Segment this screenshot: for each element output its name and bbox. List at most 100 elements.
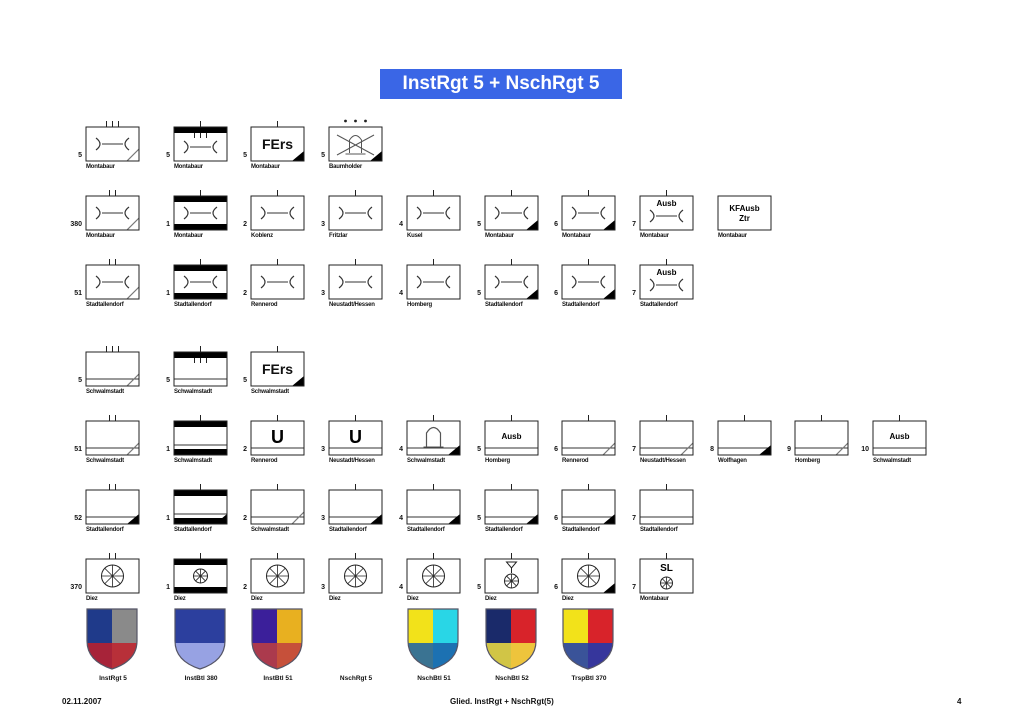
unit-symbol-base [484,484,539,525]
unit-number: 9 [787,446,791,453]
unit-location-label: Diez [86,596,98,602]
unit-symbol-axle [250,190,305,231]
unit-location-label: Schwalmstadt [174,458,212,464]
coat-of-arms-icon [174,608,226,670]
unit-number: 3 [321,515,325,522]
unit-symbol-axle [173,190,228,231]
unit-number: 6 [554,221,558,228]
unit-location-label: Baumholder [329,164,363,170]
unit-symbol-axle [561,259,616,300]
unit-symbol-axle [250,259,305,300]
unit-symbol-axle [406,190,461,231]
emblem-label: InstBtl 380 [184,675,218,682]
unit-symbol-wheel [561,553,616,594]
coat-of-arms-icon [407,608,459,670]
unit-symbol-wheel [85,553,140,594]
unit-location-label: Homberg [485,458,510,464]
unit-symbol-wheel [328,553,383,594]
unit-location-label: Neustadt/Hessen [329,458,375,464]
unit-symbol-base [85,484,140,525]
unit-number: 5 [166,377,170,384]
emblem-label: InstRgt 5 [99,675,127,682]
unit-number: 5 [477,446,481,453]
unit-location-label: Stadtallendorf [485,302,523,308]
unit-symbol-ausb-axle: Ausb [639,190,694,231]
unit-symbol-base [328,484,383,525]
unit-symbol-axle [561,190,616,231]
slide-title: InstRgt 5 + NschRgt 5 [380,69,622,99]
unit-symbol-base [639,484,694,525]
unit-symbol-wheel-fork [484,553,539,594]
symbol-text: Ausb [657,199,677,208]
unit-location-label: Montabaur [640,596,669,602]
unit-location-label: Schwalmstadt [251,527,289,533]
unit-location-label: Montabaur [86,164,115,170]
unit-symbol-base [406,484,461,525]
unit-symbol-base [173,484,228,525]
unit-number: 4 [399,584,403,591]
unit-location-label: Montabaur [174,233,203,239]
coat-of-arms-icon [562,608,614,670]
unit-symbol-ausb-axle: Ausb [639,259,694,300]
unit-location-label: Kusel [407,233,423,239]
unit-number: 1 [166,290,170,297]
unit-number: 51 [74,446,82,453]
symbol-text: Ausb [502,432,522,441]
unit-symbol-axle [85,190,140,231]
unit-symbol-base [250,484,305,525]
unit-symbol-wheel [250,553,305,594]
unit-location-label: Schwalmstadt [86,389,124,395]
unit-number: 5 [477,221,481,228]
unit-location-label: Montabaur [718,233,747,239]
unit-location-label: Schwalmstadt [407,458,445,464]
unit-location-label: Montabaur [640,233,669,239]
page-number: 4 [957,697,962,706]
unit-symbol-base [717,415,772,456]
unit-location-label: Montabaur [174,164,203,170]
unit-number: 2 [243,446,247,453]
emblem-label: TrspBtl 370 [571,675,607,682]
unit-symbol-sl-wheel: SL [639,553,694,594]
unit-number: 5 [78,377,82,384]
unit-location-label: Diez [562,596,574,602]
unit-symbol-ausb: Ausb [484,415,539,456]
symbol-text: SL [660,563,673,574]
unit-number: 2 [243,515,247,522]
unit-symbol-axle [173,259,228,300]
unit-number: 5 [243,377,247,384]
unit-number: 7 [632,221,636,228]
unit-symbol-axle [484,259,539,300]
unit-location-label: Stadtallendorf [640,302,678,308]
unit-symbol-base [561,484,616,525]
unit-location-label: Montabaur [251,164,280,170]
unit-number: 4 [399,290,403,297]
unit-location-label: Montabaur [562,233,591,239]
unit-location-label: Schwalmstadt [251,389,289,395]
unit-location-label: Rennerod [251,458,278,464]
footer-date: 02.11.2007 [62,697,102,706]
symbol-text: U [349,427,362,447]
unit-symbol-U: U [250,415,305,456]
unit-symbol-wheel [406,553,461,594]
symbol-text: U [271,427,284,447]
unit-location-label: Rennerod [562,458,589,464]
unit-number: 7 [632,584,636,591]
unit-symbol-axle [328,190,383,231]
unit-number: 6 [554,584,558,591]
unit-location-label: Neustadt/Hessen [329,302,375,308]
unit-location-label: Stadtallendorf [174,527,212,533]
unit-location-label: Diez [251,596,263,602]
unit-location-label: Diez [174,596,186,602]
unit-location-label: Neustadt/Hessen [640,458,686,464]
unit-number: 5 [78,152,82,159]
unit-number: 7 [632,290,636,297]
unit-symbol-fers: FErs [250,121,305,162]
unit-location-label: Koblenz [251,233,273,239]
symbol-text: KFAusb [729,204,759,213]
unit-symbol-wheel-small [173,553,228,594]
unit-symbol-base [85,415,140,456]
unit-number: 5 [477,584,481,591]
unit-number: 3 [321,584,325,591]
unit-symbol-base [639,415,694,456]
